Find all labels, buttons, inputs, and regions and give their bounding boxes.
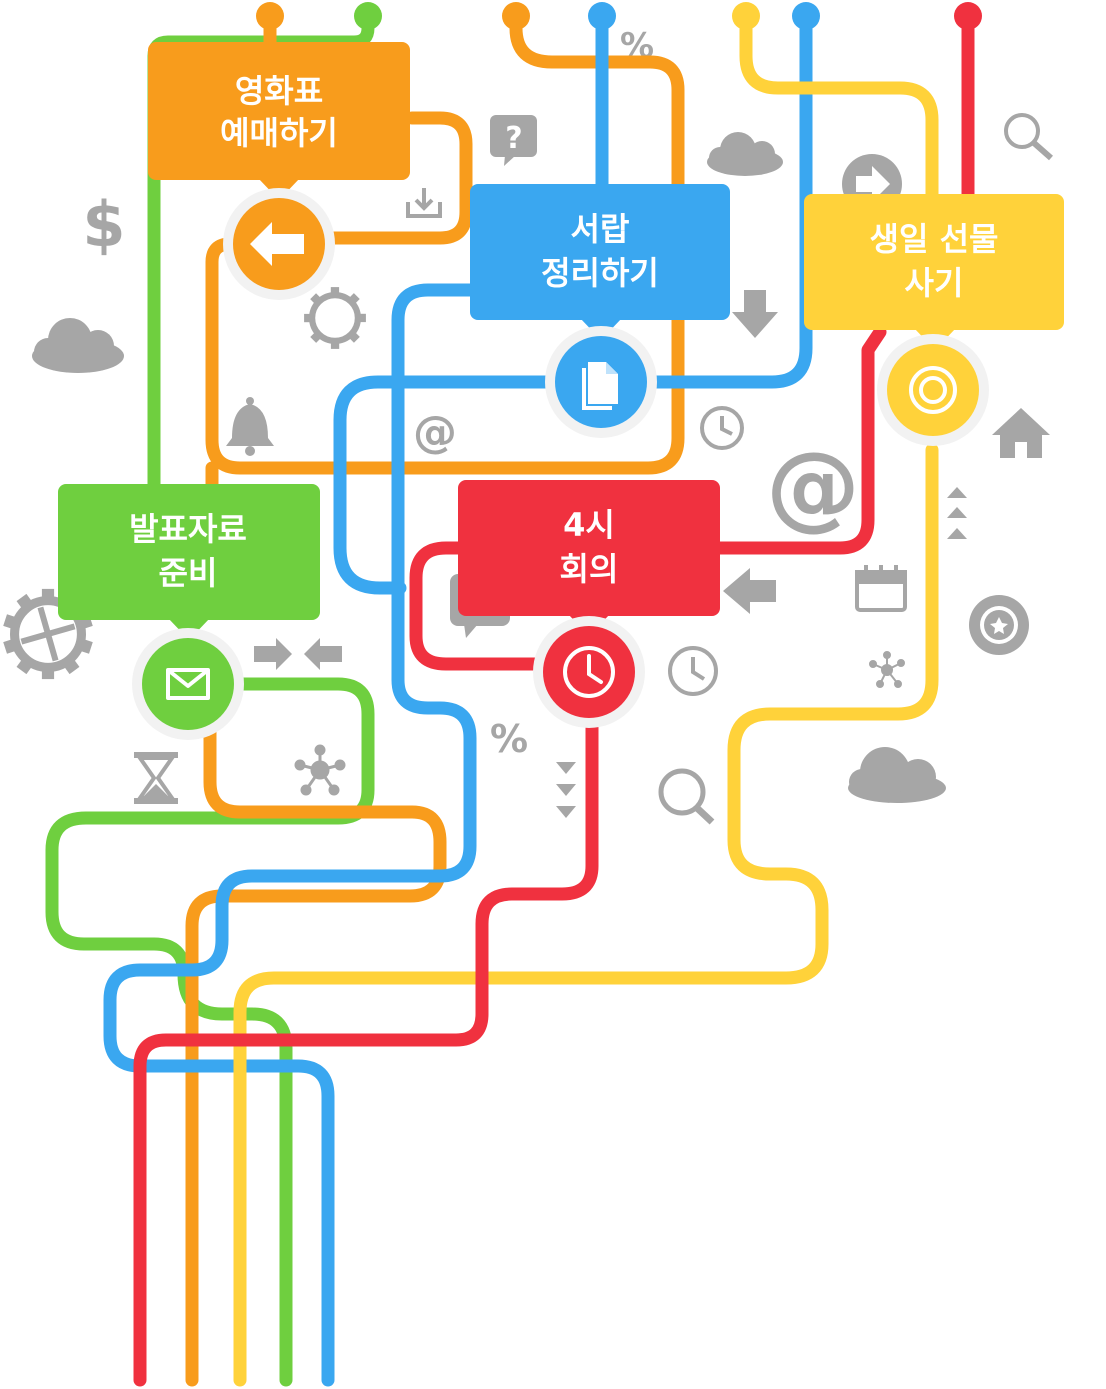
percent-icon: % bbox=[490, 717, 528, 761]
blue-line bbox=[103, 9, 813, 1387]
task-label-line1: 발표자료 bbox=[129, 510, 247, 548]
task-box bbox=[458, 480, 720, 616]
line-start-dots bbox=[256, 2, 982, 30]
arrows-icon bbox=[254, 638, 342, 670]
task-label-line2: 회의 bbox=[560, 550, 619, 588]
orange-line bbox=[185, 9, 685, 1387]
arrow-left-icon bbox=[250, 222, 304, 266]
search-icon bbox=[658, 768, 715, 825]
background-icons: $ ? bbox=[32, 26, 1053, 825]
task-label-line2: 사기 bbox=[905, 264, 964, 302]
task-box bbox=[470, 184, 730, 320]
red-dot bbox=[954, 2, 982, 30]
arrow-down-icon bbox=[732, 290, 778, 338]
dollar-icon: $ bbox=[82, 188, 125, 261]
gear-icon bbox=[304, 287, 366, 349]
arrow-left-icon bbox=[723, 568, 776, 614]
task-label-line2: 정리하기 bbox=[541, 254, 659, 292]
download-icon bbox=[406, 188, 442, 218]
triangles-icon bbox=[556, 762, 576, 818]
cloud-icon bbox=[32, 318, 124, 373]
task-label-line1: 영화표 bbox=[235, 72, 323, 110]
metro-lines bbox=[45, 9, 975, 1387]
task-gift[interactable]: 생일 선물 사기 bbox=[804, 194, 1064, 446]
document-icon bbox=[582, 362, 618, 410]
clock-icon bbox=[563, 646, 615, 698]
network-icon bbox=[294, 744, 346, 796]
task-meeting[interactable]: 4시 회의 bbox=[458, 480, 720, 728]
task-label-line2: 준비 bbox=[159, 554, 218, 592]
task-box bbox=[148, 42, 410, 180]
network-icon bbox=[869, 651, 905, 688]
task-box bbox=[58, 484, 320, 620]
orange-dot bbox=[502, 2, 530, 30]
orange-dot bbox=[256, 2, 284, 30]
question-icon: ? bbox=[490, 115, 537, 166]
clock-icon bbox=[668, 646, 718, 696]
task-label-line1: 4시 bbox=[563, 506, 615, 544]
bell-icon bbox=[226, 397, 274, 456]
task-label-line2: 예매하기 bbox=[220, 114, 338, 152]
cloud-icon bbox=[848, 747, 946, 803]
task-box bbox=[804, 194, 1064, 330]
search-icon bbox=[1004, 113, 1053, 161]
task-movie[interactable]: 영화표 예매하기 bbox=[148, 42, 410, 300]
svg-text:?: ? bbox=[505, 121, 522, 156]
task-label-line1: 생일 선물 bbox=[870, 220, 999, 258]
at-icon: @ bbox=[766, 432, 860, 541]
cloud-icon bbox=[707, 132, 783, 176]
hourglass-icon bbox=[134, 752, 178, 804]
mail-icon bbox=[166, 668, 210, 700]
yellow-dot bbox=[732, 2, 760, 30]
red-line bbox=[133, 9, 975, 1387]
badge-icon bbox=[969, 595, 1029, 655]
task-node bbox=[887, 344, 979, 436]
blue-dot bbox=[588, 2, 616, 30]
blue-dot bbox=[792, 2, 820, 30]
home-icon bbox=[992, 408, 1050, 458]
green-dot bbox=[354, 2, 382, 30]
yellow-line bbox=[233, 9, 939, 1387]
task-label-line1: 서랍 bbox=[571, 210, 630, 248]
clock-icon bbox=[700, 406, 744, 450]
task-presentation[interactable]: 발표자료 준비 bbox=[58, 484, 320, 740]
triangles-icon bbox=[947, 487, 967, 539]
at-icon: @ bbox=[413, 407, 457, 458]
gear-icon bbox=[3, 588, 93, 680]
calendar-icon bbox=[855, 565, 907, 612]
task-drawer[interactable]: 서랍 정리하기 bbox=[470, 184, 730, 438]
gear-icons bbox=[3, 287, 366, 680]
target-icon bbox=[909, 366, 957, 414]
